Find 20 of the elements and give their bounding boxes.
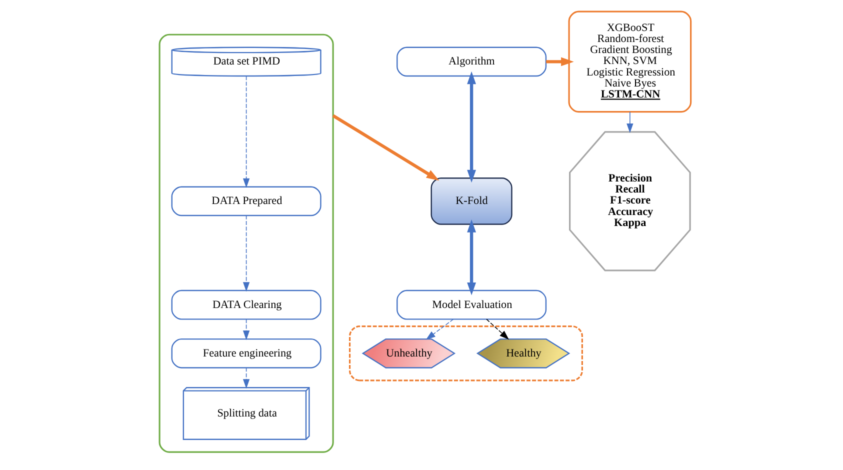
node-box: DATA Prepared — [170, 186, 321, 216]
node-box: Feature engineering — [170, 338, 321, 368]
arrow — [425, 318, 454, 340]
node-box: Model Evaluation — [396, 290, 546, 320]
arrow — [466, 220, 476, 296]
arrow — [626, 111, 633, 134]
arrow — [242, 76, 250, 188]
node-box: XGBooST Random-forest Gradient Boosting KNN, SVM Logistic Regression Naive Byes LSTM-CNN — [568, 10, 692, 113]
arrow — [546, 57, 574, 66]
node-box: DATA Clearing — [170, 290, 321, 320]
arrow — [332, 114, 439, 181]
arrow — [242, 318, 250, 340]
cluster — [348, 326, 582, 382]
node-box: K-Fold — [430, 178, 512, 225]
arrow — [486, 318, 509, 340]
cluster — [158, 34, 334, 453]
node-box: Algorithm — [396, 46, 546, 77]
arrow — [466, 71, 476, 183]
arrow — [242, 367, 250, 389]
arrow — [242, 215, 250, 292]
